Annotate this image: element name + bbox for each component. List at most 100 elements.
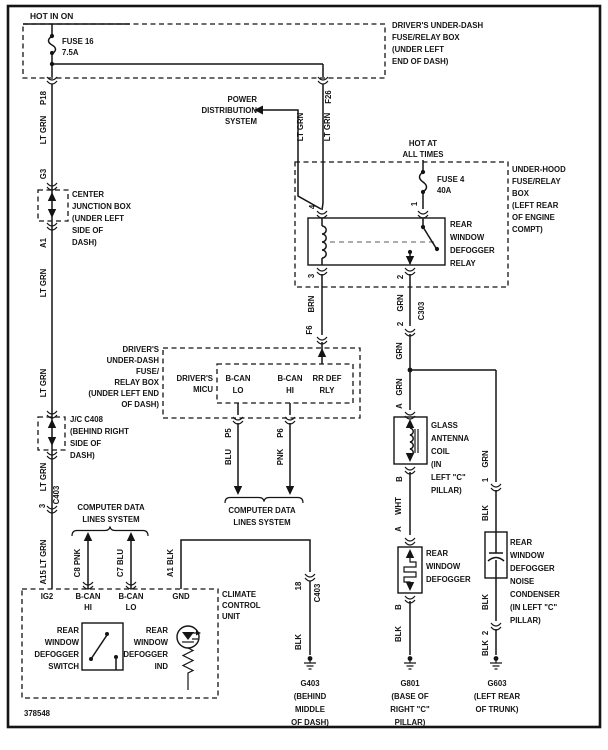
svg-text:PILLAR): PILLAR) bbox=[431, 486, 462, 495]
power-distribution-branch: POWER DISTRIBUTION SYSTEM F26 LT GRN LT … bbox=[202, 84, 333, 211]
svg-text:(UNDER LEFT END: (UNDER LEFT END bbox=[88, 389, 159, 398]
pin-bcan-lo: B-CAN bbox=[118, 592, 143, 601]
resistor-icon bbox=[181, 647, 195, 690]
svg-text:PILLAR): PILLAR) bbox=[395, 718, 426, 727]
pin-1: 1 bbox=[410, 201, 419, 206]
pin-3: 3 bbox=[38, 503, 47, 508]
wire-ltgrn-3: LT GRN bbox=[39, 368, 48, 397]
svg-text:OF TRUNK): OF TRUNK) bbox=[476, 705, 519, 714]
antenna-coil-icon bbox=[409, 427, 414, 457]
top-fuse-box: HOT IN ON FUSE 16 7.5A DRIVER'S UNDER-DA… bbox=[22, 11, 483, 84]
wire-brn: BRN bbox=[307, 295, 316, 312]
pin-18: 18 bbox=[294, 581, 303, 590]
brace-icon bbox=[224, 496, 304, 504]
connector-f6: F6 bbox=[305, 325, 314, 335]
diagram-border bbox=[6, 4, 602, 729]
wire-blk-g403: BLK bbox=[294, 634, 303, 650]
top-box-label: DRIVER'S UNDER-DASH bbox=[392, 21, 483, 30]
connector-c303: C303 bbox=[417, 301, 426, 320]
pin-b2: B bbox=[394, 604, 403, 610]
wire-blk-def: BLK bbox=[394, 626, 403, 642]
hot-at-all-times: HOT AT bbox=[409, 139, 437, 148]
wire-grn-b: GRN bbox=[481, 450, 490, 468]
fuse16-label: FUSE 16 bbox=[62, 37, 94, 46]
center-junction-label: CENTER bbox=[72, 190, 104, 199]
wire-ltgrn-pd: LT GRN bbox=[296, 112, 305, 141]
svg-text:MICU: MICU bbox=[193, 385, 213, 394]
pin-3: 3 bbox=[307, 273, 316, 278]
wire-grn-a: GRN bbox=[395, 378, 404, 396]
relay-coil-icon bbox=[321, 225, 327, 259]
power-dist-label: POWER bbox=[228, 95, 258, 104]
svg-text:ANTENNA: ANTENNA bbox=[431, 434, 469, 443]
wire-c8-pnk: C8 PNK bbox=[73, 548, 82, 577]
svg-text:UNIT: UNIT bbox=[222, 612, 240, 621]
svg-text:PILLAR): PILLAR) bbox=[510, 616, 541, 625]
svg-text:(LEFT REAR: (LEFT REAR bbox=[474, 692, 521, 701]
jc-c408-label: J/C C408 bbox=[70, 415, 104, 424]
wire-ltgrn-1: LT GRN bbox=[39, 115, 48, 144]
svg-text:(LEFT REAR: (LEFT REAR bbox=[512, 201, 559, 210]
svg-text:DASH): DASH) bbox=[72, 238, 97, 247]
fuse4-rating: 40A bbox=[437, 186, 452, 195]
wire-a1-blk: A1 BLK bbox=[166, 549, 175, 578]
cdl-mid-label: COMPUTER DATA bbox=[228, 506, 296, 515]
pin-ig2: IG2 bbox=[41, 592, 54, 601]
svg-text:SIDE OF: SIDE OF bbox=[70, 439, 101, 448]
relay-label: REAR bbox=[450, 220, 472, 229]
pin-4: 4 bbox=[308, 204, 317, 209]
arrow-left-icon bbox=[254, 105, 263, 115]
defogger-element-icon bbox=[403, 558, 417, 585]
under-hood-fuse-box: HOT AT ALL TIMES UNDER-HOOD FUSE/RELAY B… bbox=[294, 139, 566, 288]
svg-text:DEFOGGER: DEFOGGER bbox=[426, 575, 471, 584]
svg-text:NOISE: NOISE bbox=[510, 577, 534, 586]
pin-p6: P6 bbox=[276, 428, 285, 438]
ground-icon bbox=[490, 656, 502, 669]
db-box-label: DRIVER'S bbox=[122, 345, 159, 354]
defogger-label: REAR bbox=[426, 549, 448, 558]
svg-text:LO: LO bbox=[233, 386, 244, 395]
svg-text:COIL: COIL bbox=[431, 447, 450, 456]
ground-g403: 18 C403 BLK G403 (BEHIND MIDDLE OF DASH) bbox=[291, 574, 329, 727]
wire-blk-cond3: BLK bbox=[481, 640, 490, 656]
rear-window-defogger: A REAR WINDOW DEFOGGER B BLK G801 (BASE … bbox=[390, 526, 471, 727]
connector-a1: A1 bbox=[39, 237, 48, 248]
svg-text:WINDOW: WINDOW bbox=[450, 233, 485, 242]
svg-text:CONDENSER: CONDENSER bbox=[510, 590, 560, 599]
wire-wht: WHT bbox=[394, 497, 403, 515]
pin-2b: 2 bbox=[481, 630, 490, 635]
wire-ltgrn-f26: LT GRN bbox=[323, 112, 332, 141]
g403-label: G403 bbox=[300, 679, 320, 688]
bcan-hi-label: B-CAN bbox=[277, 374, 302, 383]
connector-c403b: C403 bbox=[313, 583, 322, 602]
relay-switch-icon bbox=[422, 226, 437, 249]
svg-text:RELAY: RELAY bbox=[450, 259, 477, 268]
bcan-wires-mid: P5 BLU P6 PNK COMPUTER DATA LINES SYSTEM bbox=[224, 403, 304, 527]
svg-text:FUSE/: FUSE/ bbox=[136, 367, 160, 376]
climate-control-unit: COMPUTER DATA LINES SYSTEM C8 PNK C7 BLU… bbox=[21, 503, 311, 699]
switch-label: REAR bbox=[57, 626, 79, 635]
glass-antenna-coil: GRN A GLASS ANTENNA COIL (IN LEFT "C" PI… bbox=[393, 370, 469, 535]
svg-text:LINES SYSTEM: LINES SYSTEM bbox=[233, 518, 290, 527]
wire-blu: BLU bbox=[224, 449, 233, 465]
svg-text:MIDDLE: MIDDLE bbox=[295, 705, 325, 714]
pin-2b: 2 bbox=[396, 321, 405, 326]
figure-number: 378548 bbox=[24, 709, 51, 718]
svg-text:WINDOW: WINDOW bbox=[45, 638, 80, 647]
ground-icon bbox=[304, 656, 316, 669]
defogger-relay: 4 REAR WINDOW DEFOGGER RELAY 3 2 bbox=[307, 204, 495, 279]
svg-text:OF DASH): OF DASH) bbox=[121, 400, 159, 409]
g603-label: G603 bbox=[487, 679, 507, 688]
cdl-bottom-label: COMPUTER DATA bbox=[77, 503, 145, 512]
g801-label: G801 bbox=[400, 679, 420, 688]
connector-c403: C403 bbox=[52, 485, 61, 504]
svg-text:RIGHT "C": RIGHT "C" bbox=[390, 705, 430, 714]
pin-a2: A bbox=[394, 526, 403, 532]
fuse16-icon bbox=[47, 35, 57, 55]
pin-2: 2 bbox=[396, 274, 405, 279]
connector-p18: P18 bbox=[39, 90, 48, 105]
svg-text:WINDOW: WINDOW bbox=[510, 551, 545, 560]
pin-p5: P5 bbox=[224, 428, 233, 438]
center-junction-box: CENTER JUNCTION BOX (UNDER LEFT SIDE OF … bbox=[37, 183, 132, 247]
svg-text:SWITCH: SWITCH bbox=[48, 662, 79, 671]
